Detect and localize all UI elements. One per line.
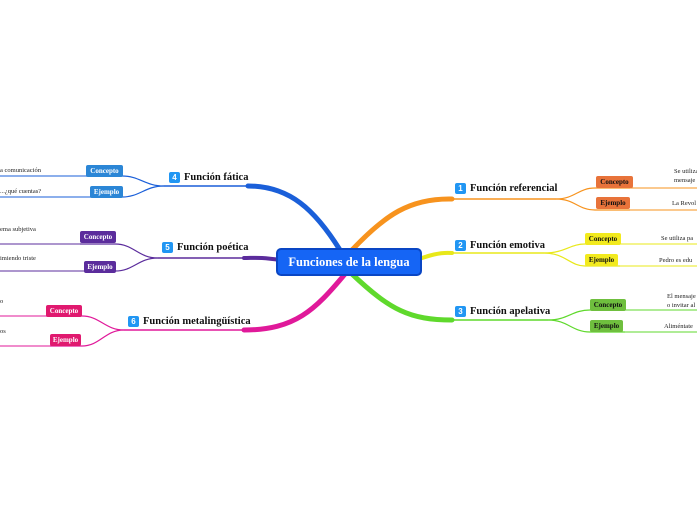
fatica-concepto-label: Concepto [90,167,119,175]
metalinguistica-concepto-label: Concepto [49,307,79,315]
topic-apelativa[interactable]: 3 Función apelativa [455,303,550,319]
topic-referencial-label: Función referencial [470,182,558,194]
fatica-ejemplo-label: Ejemplo [93,188,120,196]
apelativa-ejemplo-text: Aliméntate [664,323,693,330]
metalinguistica-concepto-badge[interactable]: Concepto [46,305,82,317]
poetica-ejemplo-badge[interactable]: Ejemplo [84,261,116,273]
fatica-ejemplo-text: ...¿qué cuentas? [0,188,42,195]
poetica-concepto-text: ema subjetiva [0,226,36,233]
number-2-icon: 2 [455,239,466,251]
apelativa-concepto-badge[interactable]: Concepto [590,299,626,311]
central-topic-label: Funciones de la lengua [288,254,410,269]
fatica-concepto-text: a comunicación [0,167,41,174]
poetica-ejemplo-text: imiendo triste [0,255,36,262]
apelativa-concepto-text-1: El mensaje [667,293,696,300]
apelativa-concepto-text-2: o invitar al [667,302,696,309]
referencial-ejemplo-text: La Revol [672,200,697,207]
metalinguistica-ejemplo-text: os [0,328,6,335]
branch-poetica [242,255,282,262]
topic-emotiva-label: Función emotiva [470,239,545,251]
emotiva-concepto-text: Se utiliza pa [661,235,694,242]
metalinguistica-concepto-text: o [0,298,4,305]
topic-poetica-label: Función poética [177,241,249,253]
referencial-concepto-badge[interactable]: Concepto [596,176,633,188]
number-5-icon: 5 [162,241,173,253]
topic-fatica-label: Función fática [184,171,249,183]
branch-referencial [349,196,455,253]
number-4-icon: 4 [169,171,180,183]
topic-metalinguistica[interactable]: 6 Función metalingüística [128,313,251,329]
poetica-concepto-label: Concepto [83,233,113,241]
branch-apelativa [349,271,455,323]
referencial-ejemplo-label: Ejemplo [600,199,626,207]
apelativa-ejemplo-label: Ejemplo [593,322,620,330]
referencial-concepto-text-1: Se utiliza [674,168,697,175]
branch-metalinguistica [241,271,348,333]
topic-metalinguistica-label: Función metalingüística [143,315,251,327]
topic-fatica[interactable]: 4 Función fática [169,169,248,185]
fatica-concepto-badge[interactable]: Concepto [86,165,123,177]
poetica-ejemplo-label: Ejemplo [87,263,113,271]
emotiva-ejemplo-text: Pedro es edu [659,257,693,264]
number-1-icon: 1 [455,182,466,194]
emotiva-concepto-badge[interactable]: Concepto [585,233,621,245]
metalinguistica-ejemplo-badge[interactable]: Ejemplo [50,334,81,346]
emotiva-ejemplo-badge[interactable]: Ejemplo [585,254,618,266]
emotiva-ejemplo-label: Ejemplo [588,256,615,264]
central-topic[interactable]: Funciones de la lengua [276,248,422,276]
topic-poetica[interactable]: 5 Función poética [162,239,248,255]
number-6-icon: 6 [128,315,139,327]
metalinguistica-ejemplo-label: Ejemplo [52,336,79,344]
topic-apelativa-label: Función apelativa [470,305,551,317]
referencial-concepto-text-2: mensaje [674,177,696,184]
emotiva-concepto-label: Concepto [588,235,618,243]
poetica-concepto-badge[interactable]: Concepto [80,231,116,243]
referencial-concepto-label: Concepto [600,178,629,186]
apelativa-concepto-label: Concepto [593,301,623,309]
fatica-ejemplo-badge[interactable]: Ejemplo [90,186,123,198]
topic-emotiva[interactable]: 2 Función emotiva [455,237,545,253]
number-3-icon: 3 [455,305,466,317]
apelativa-ejemplo-badge[interactable]: Ejemplo [590,320,623,332]
topic-referencial[interactable]: 1 Función referencial [455,180,557,196]
branch-fatica [245,183,343,253]
referencial-ejemplo-badge[interactable]: Ejemplo [596,197,630,209]
